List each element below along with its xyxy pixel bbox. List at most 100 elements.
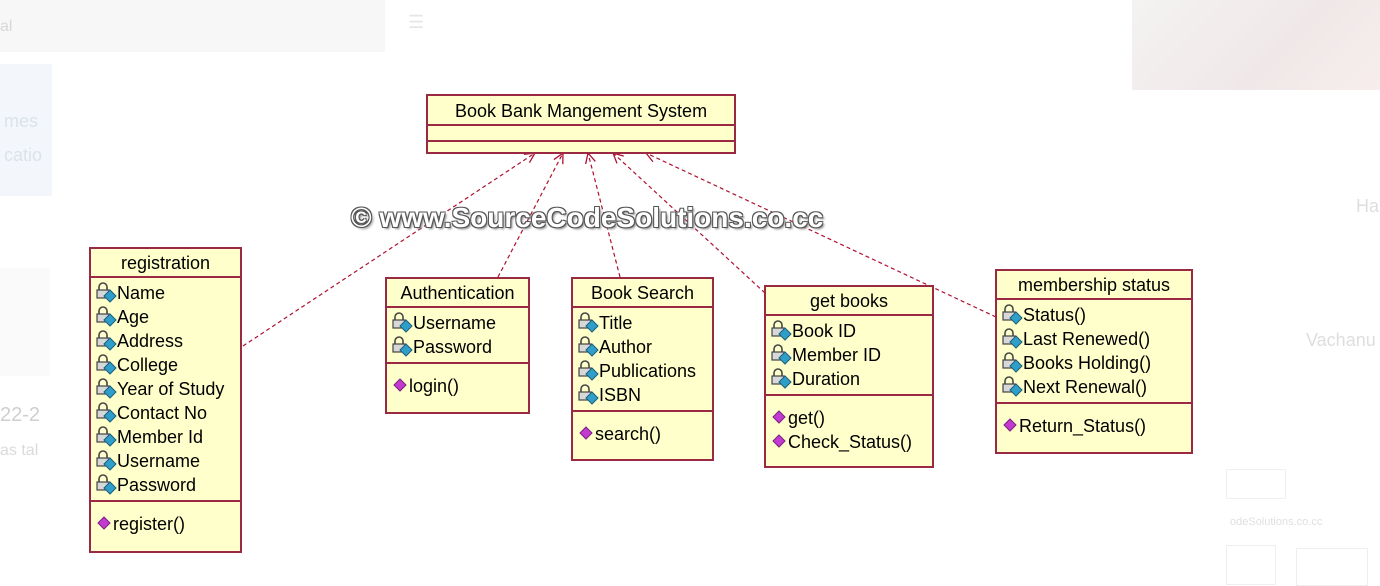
attribute-icon (577, 360, 599, 382)
attribute-icon (770, 344, 792, 366)
class-authentication[interactable]: Authentication Username Password login() (385, 277, 530, 414)
attribute-icon (1001, 304, 1023, 326)
class-get-books[interactable]: get books Book ID Member ID Duration get… (764, 285, 934, 468)
connector-book-search (588, 153, 621, 278)
attribute-label: ISBN (599, 385, 642, 405)
operation-icon (393, 377, 407, 395)
attribute-row: Username (95, 449, 240, 473)
attribute-label: Password (117, 475, 197, 495)
attribute-label: Age (117, 307, 150, 327)
background-left-number: 22-2 (0, 404, 41, 426)
attribute-icon (770, 320, 792, 342)
operation-icon (772, 433, 786, 451)
attribute-label: Duration (792, 369, 861, 389)
class-name: Book Search (573, 279, 712, 308)
attribute-icon (95, 378, 117, 400)
attribute-label: Status() (1023, 305, 1087, 325)
attribute-icon (95, 354, 117, 376)
watermark-text: © www.SourceCodeSolutions.co.cc (351, 202, 824, 233)
attribute-row: Name (95, 281, 240, 305)
attribute-label: Next Renewal() (1023, 377, 1148, 397)
class-name: membership status (997, 271, 1191, 300)
operation-row: register() (97, 512, 240, 536)
attribute-label: Last Renewed() (1023, 329, 1151, 349)
class-name: registration (91, 249, 240, 278)
background-left-text-2: catio (4, 145, 43, 165)
attribute-icon (95, 306, 117, 328)
attribute-row: Password (95, 473, 240, 497)
attribute-icon (1001, 376, 1023, 398)
attribute-label: Password (413, 337, 493, 357)
attribute-icon (577, 336, 599, 358)
attribute-row: College (95, 353, 240, 377)
attribute-icon (770, 368, 792, 390)
background-right-caption: odeSolutions.co.cc (1230, 516, 1323, 528)
operation-row: search() (579, 422, 712, 446)
background-right-text-2: Vachanu (1306, 330, 1376, 350)
operation-label: Check_Status() (788, 432, 913, 452)
attribute-icon (1001, 328, 1023, 350)
operation-row: login() (393, 374, 528, 398)
operation-compartment: register() (91, 502, 240, 540)
hamburger-menu-icon[interactable]: ☰ (408, 12, 425, 32)
class-book-search[interactable]: Book Search Title Author Publications IS… (571, 277, 714, 461)
background-topbar: al (0, 0, 385, 52)
connector-authentication (497, 153, 563, 278)
operation-icon (1003, 417, 1017, 435)
class-membership-status[interactable]: membership status Status() Last Renewed(… (995, 269, 1193, 454)
attribute-row: Last Renewed() (1001, 327, 1191, 351)
class-book-bank-system[interactable]: Book Bank Mangement System (426, 94, 736, 154)
attribute-row: Publications (577, 359, 712, 383)
attribute-label: Books Holding() (1023, 353, 1152, 373)
attribute-label: Member ID (792, 345, 882, 365)
class-name: Authentication (387, 279, 528, 308)
attribute-icon (95, 474, 117, 496)
operation-compartment: get() Check_Status() (766, 396, 932, 458)
background-topbar-text: al (0, 18, 13, 35)
class-name: get books (766, 287, 932, 316)
background-left-panel: mes catio (0, 64, 52, 196)
attribute-label: Book ID (792, 321, 857, 341)
attribute-row: Author (577, 335, 712, 359)
attribute-row: Next Renewal() (1001, 375, 1191, 399)
attribute-row: ISBN (577, 383, 712, 407)
attribute-row: Status() (1001, 303, 1191, 327)
class-name: Book Bank Mangement System (428, 96, 734, 126)
background-right-text-1: Ha (1356, 196, 1380, 216)
attribute-row: Password (391, 335, 528, 359)
attribute-row: Title (577, 311, 712, 335)
attribute-compartment (428, 126, 734, 142)
attribute-icon (95, 330, 117, 352)
attribute-icon (577, 312, 599, 334)
attribute-label: Name (117, 283, 166, 303)
operation-icon (772, 409, 786, 427)
attribute-label: Username (117, 451, 201, 471)
attribute-row: Contact No (95, 401, 240, 425)
operation-label: get() (788, 408, 826, 428)
attribute-row: Username (391, 311, 528, 335)
background-right-box-1 (1226, 545, 1276, 585)
operation-row: Check_Status() (772, 430, 932, 454)
attribute-compartment: Username Password (387, 308, 528, 364)
attribute-compartment: Name Age Address College Year of Study C… (91, 278, 240, 502)
operation-row: get() (772, 406, 932, 430)
operation-compartment: login() (387, 364, 528, 402)
background-header-image (1132, 0, 1380, 90)
attribute-icon (391, 336, 413, 358)
attribute-label: Year of Study (117, 379, 225, 399)
attribute-row: Year of Study (95, 377, 240, 401)
background-right-thumbnail (1226, 469, 1286, 499)
attribute-row: Age (95, 305, 240, 329)
attribute-label: College (117, 355, 179, 375)
attribute-label: Author (599, 337, 653, 357)
class-registration[interactable]: registration Name Age Address College Ye… (89, 247, 242, 553)
operation-label: login() (409, 376, 460, 396)
operation-label: register() (113, 514, 186, 534)
attribute-row: Member ID (770, 343, 932, 367)
operation-compartment: search() (573, 412, 712, 450)
connector-membership-status (646, 153, 997, 318)
attribute-icon (577, 384, 599, 406)
background-left-panel-2 (0, 268, 50, 376)
background-left-text-1: mes (4, 111, 39, 131)
